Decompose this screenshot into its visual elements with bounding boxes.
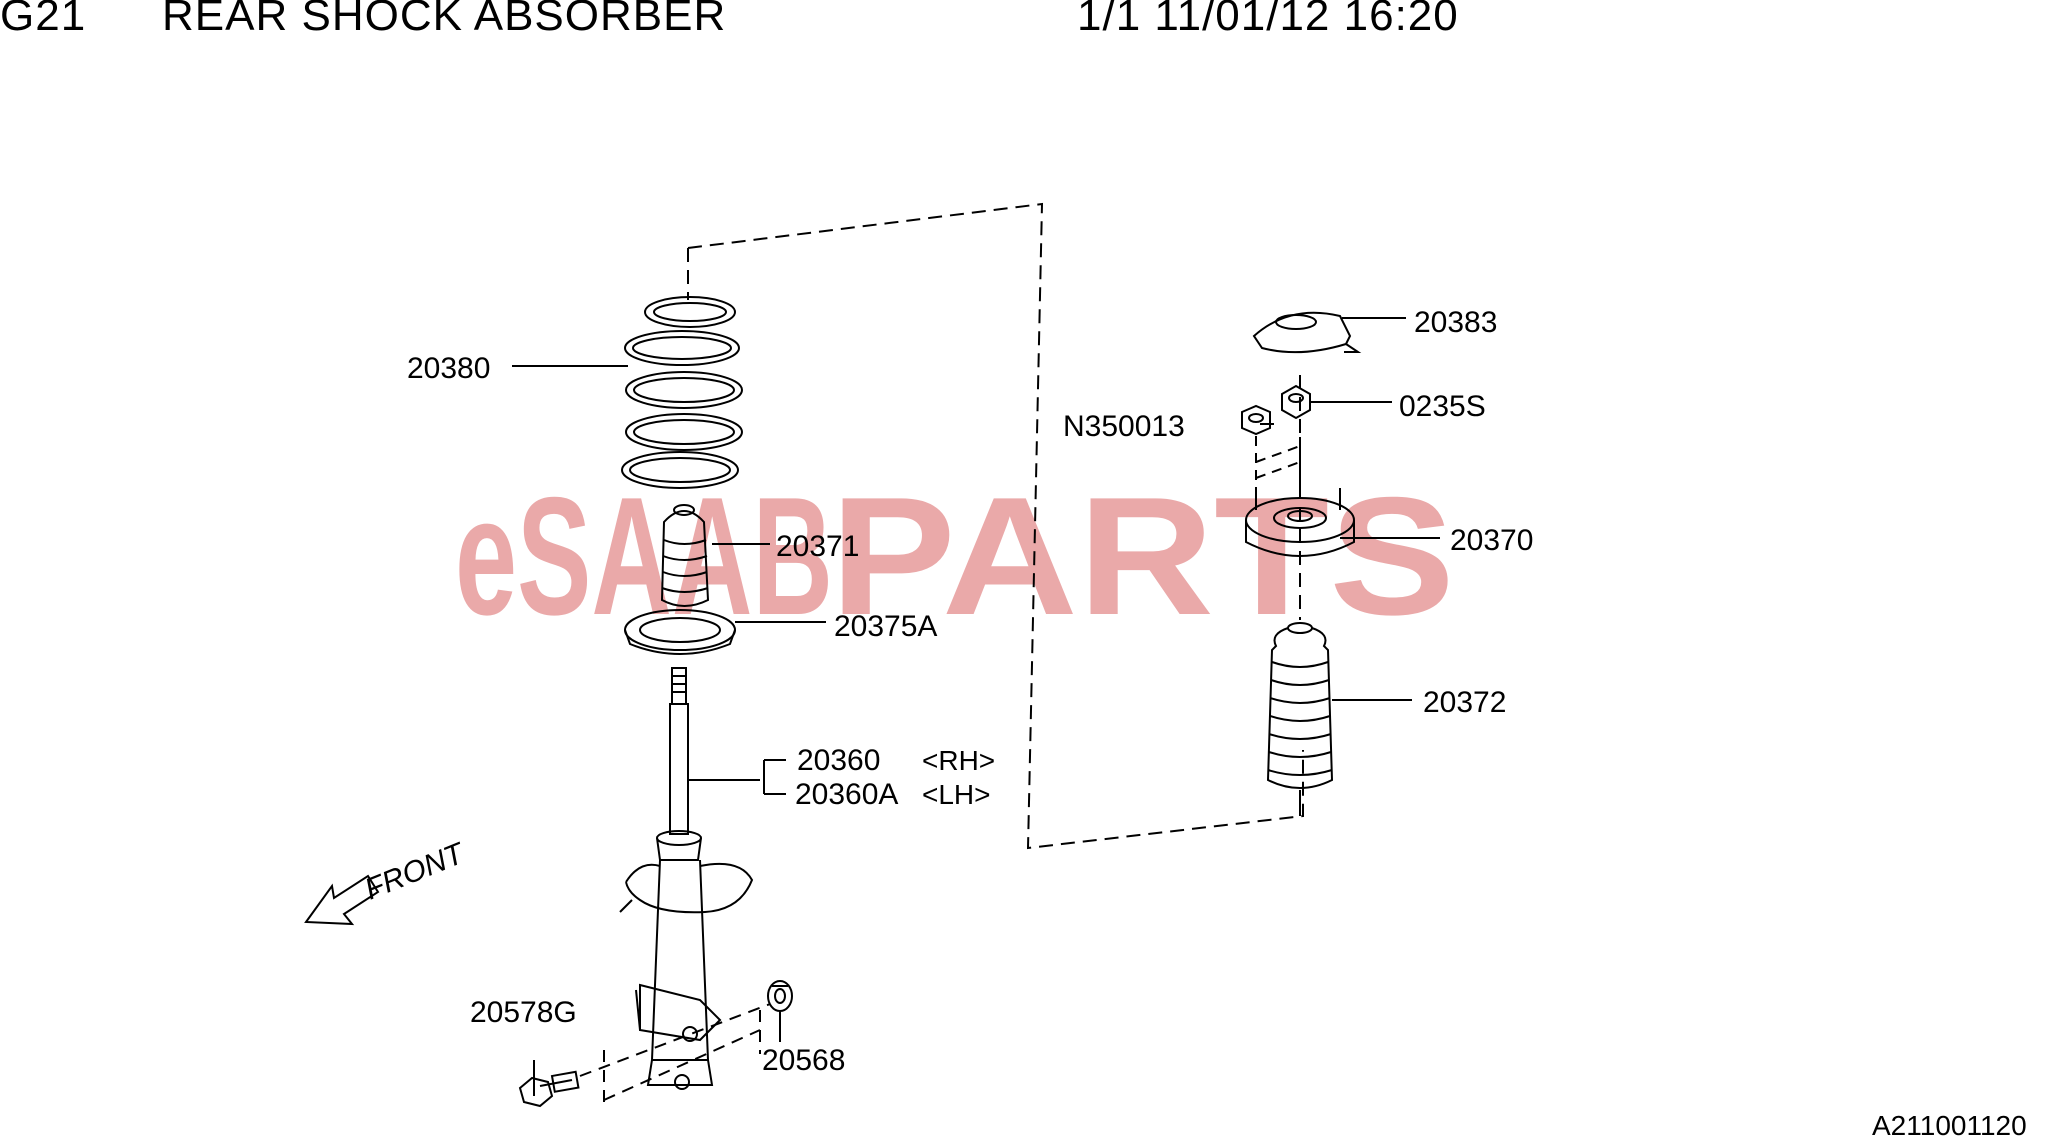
label-20360: 20360 [797,744,880,777]
page-info: 1/1 11/01/12 16:20 [1077,0,1459,40]
section-code: G21 [0,0,87,40]
stud-projection [1255,420,1301,488]
leader-lines [512,317,1440,1096]
watermark-suffix: PARTS [830,462,1455,650]
label-20578g: 20578G [470,996,577,1029]
bolt [518,1070,580,1108]
strut-mount [1245,472,1355,557]
watermark-prefix: eSAAB [455,462,833,650]
label-lh: <LH> [922,779,991,810]
label-20568: 20568 [762,1044,845,1077]
label-20372: 20372 [1423,686,1506,719]
label-rh: <RH> [922,745,995,776]
front-label: FRONT [360,836,471,906]
coil-spring [621,296,743,489]
label-20370: 20370 [1450,524,1533,557]
dust-boot [1266,622,1334,816]
label-20360a: 20360A [795,778,898,811]
diagram-code: A211001120 [1872,1110,2027,1141]
label-0235s: 0235S [1399,390,1486,423]
bottom-nut [767,980,793,1012]
top-nut [1281,384,1311,420]
top-cap [1252,311,1362,354]
front-arrow-icon [304,874,380,926]
strut-assembly [619,667,754,1090]
spring-seat [624,609,736,655]
page-title: REAR SHOCK ABSORBER [162,0,727,40]
label-n350013: N350013 [1063,410,1185,443]
flange-nut [1241,404,1271,436]
label-20380: 20380 [407,352,490,385]
label-20371: 20371 [776,530,859,563]
label-20383: 20383 [1414,306,1497,339]
bolt-projection [579,1003,771,1104]
label-20375a: 20375A [834,610,937,643]
bump-stop [660,504,710,607]
